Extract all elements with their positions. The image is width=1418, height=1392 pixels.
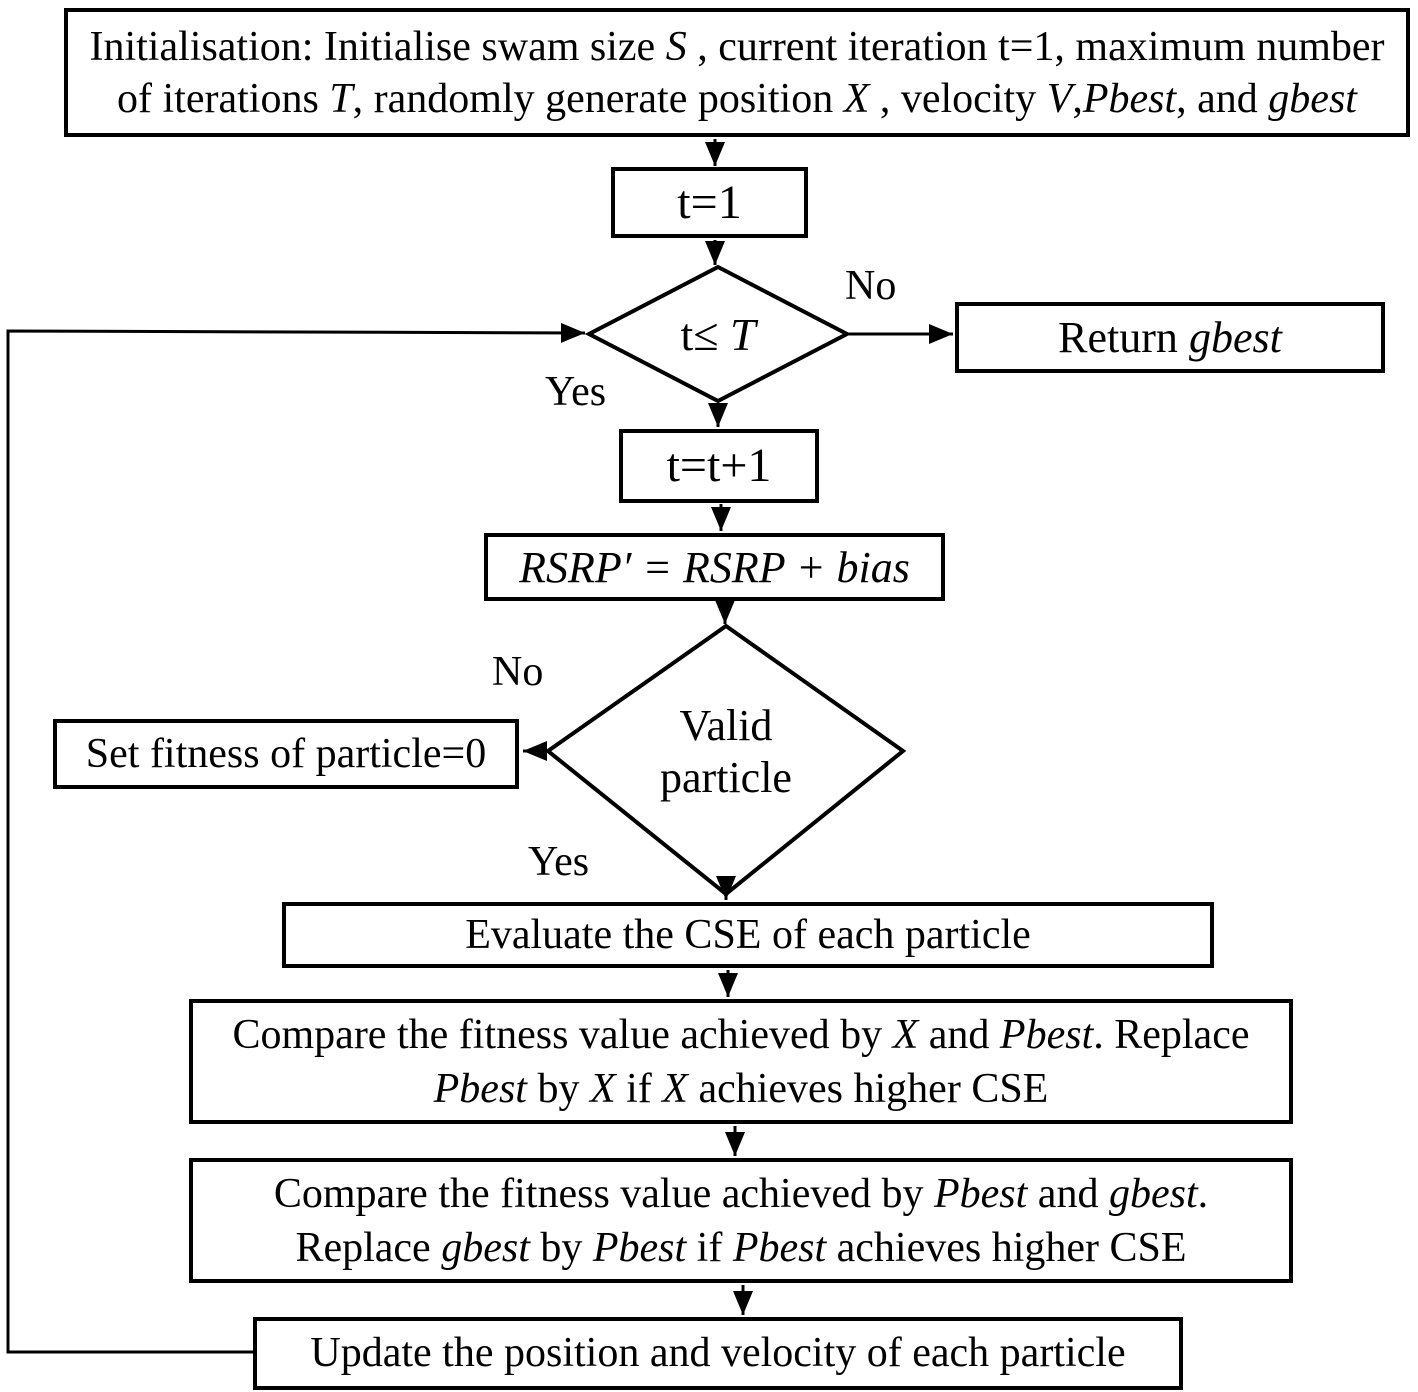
node-compare-x-pbest: Compare the fitness value achieved by X … xyxy=(189,999,1293,1124)
node-initialisation: Initialisation: Initialise swam size S ,… xyxy=(64,8,1410,137)
node-text-line: Compare the fitness value achieved by X … xyxy=(232,1011,1250,1058)
node-text-line: Pbest by X if X achieves higher CSE xyxy=(433,1065,1049,1112)
node-text-line: t=t+1 xyxy=(666,439,772,492)
node-set-fitness-zero: Set fitness of particle=0 xyxy=(53,719,519,789)
node-text-line: of iterations T, randomly generate posit… xyxy=(117,75,1357,122)
node-text-line: t=1 xyxy=(677,175,742,229)
branch-label-yes-valid: Yes xyxy=(528,839,590,885)
node-text-line: RSRP′ = RSRP + bias xyxy=(519,542,910,592)
branch-label-no-valid: No xyxy=(492,649,544,695)
node-text-line: particle xyxy=(660,753,792,802)
node-update-position-velocity: Update the position and velocity of each… xyxy=(253,1317,1183,1390)
node-text-line: Compare the fitness value achieved by Pb… xyxy=(273,1170,1209,1217)
node-return-gbest: Return gbest xyxy=(955,302,1385,373)
node-compare-pbest-gbest: Compare the fitness value achieved by Pb… xyxy=(189,1158,1293,1283)
node-increment-t: t=t+1 xyxy=(619,429,819,503)
node-text-line: Update the position and velocity of each… xyxy=(310,1330,1126,1377)
loopback-connector xyxy=(6,322,586,1354)
node-evaluate-cse: Evaluate the CSE of each particle xyxy=(282,902,1214,968)
branch-label-yes-iteration: Yes xyxy=(545,369,607,415)
diamond-iteration-shape xyxy=(584,264,852,404)
node-text-line: Set fitness of particle=0 xyxy=(85,730,487,777)
node-text-line: Evaluate the CSE of each particle xyxy=(465,911,1031,958)
node-text-line: Replace gbest by Pbest if Pbest achieves… xyxy=(295,1224,1187,1271)
node-text-line: Return gbest xyxy=(1058,313,1282,362)
node-rsrp-bias: RSRP′ = RSRP + bias xyxy=(484,533,945,601)
decision-valid-particle-label: Valid particle xyxy=(601,698,851,806)
branch-label-no-iteration: No xyxy=(845,263,897,309)
node-set-t-1: t=1 xyxy=(611,167,808,238)
decision-iteration-check-label: t≤ T xyxy=(593,302,843,366)
node-text-line: Initialisation: Initialise swam size S ,… xyxy=(89,23,1385,70)
node-text-line: Valid xyxy=(679,701,773,750)
node-text-line: t≤ T xyxy=(680,308,756,360)
